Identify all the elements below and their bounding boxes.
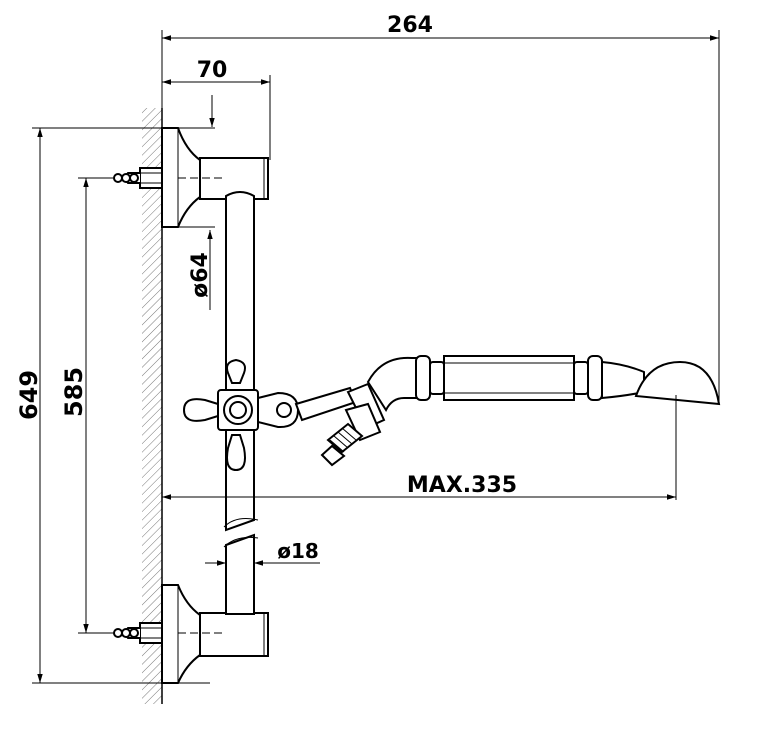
bottom-wall-bracket xyxy=(161,584,269,684)
dimension-overall-width: 264 xyxy=(161,13,720,405)
dimension-shower-reach: MAX.335 xyxy=(162,473,676,500)
dim-label-585: 585 xyxy=(60,367,88,417)
dim-label-max335: MAX.335 xyxy=(407,473,517,498)
dim-label-649: 649 xyxy=(15,370,43,420)
slider-cross-handle xyxy=(182,358,300,472)
shower-holder-arm xyxy=(294,382,386,442)
dim-label-70: 70 xyxy=(197,58,228,83)
dimension-bar: ø18 xyxy=(205,539,320,566)
dim-label-o64: ø64 xyxy=(188,252,213,298)
dim-label-o18: ø18 xyxy=(277,539,319,563)
top-wall-screw xyxy=(113,167,163,189)
bottom-wall-screw xyxy=(113,622,163,644)
hand-shower xyxy=(366,355,721,500)
dim-label-264: 264 xyxy=(387,13,433,38)
dimension-overall-height: 649 xyxy=(15,127,215,684)
dimension-rosette: ø64 xyxy=(178,226,215,310)
wall xyxy=(142,108,163,704)
dimension-mount-spacing: 585 xyxy=(60,177,115,634)
shower-hose xyxy=(320,422,364,467)
dimension-bracket-depth: 70 xyxy=(162,58,271,160)
